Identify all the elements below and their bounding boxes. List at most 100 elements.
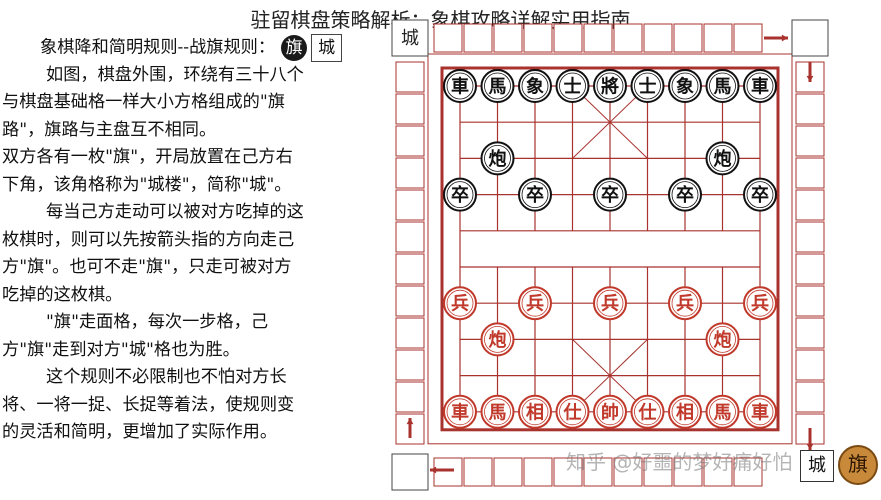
- piece-ring: [484, 325, 511, 353]
- piece-ring: [446, 398, 474, 426]
- piece-ring: [446, 72, 474, 100]
- piece-ring: [709, 144, 736, 172]
- piece-label: 將: [601, 76, 619, 98]
- piece-disc: [705, 394, 740, 429]
- rules-heading-text: 象棋降和简明规则--战旗规则：: [40, 37, 276, 58]
- piece-disc: [593, 69, 627, 103]
- piece-disc: [443, 177, 477, 212]
- flag-path-cell: [795, 157, 825, 189]
- red-piece[interactable]: 車: [443, 394, 477, 429]
- piece-label: 馬: [714, 77, 732, 98]
- black-piece[interactable]: 馬: [705, 69, 740, 103]
- black-piece[interactable]: 車: [443, 69, 477, 103]
- piece-label: 馬: [489, 77, 507, 98]
- piece-ring: [671, 181, 699, 209]
- flag-path-cell: [795, 93, 825, 125]
- piece-disc: [705, 69, 740, 103]
- black-soldier[interactable]: 卒: [668, 177, 702, 212]
- rules-line: 与棋盘基础格一样大小方格组成的"旗: [2, 92, 285, 112]
- flag-path-cell: [795, 221, 825, 253]
- flag-path-cell: [795, 317, 825, 349]
- red-soldier[interactable]: 兵: [443, 286, 477, 321]
- corner-city-box: 城: [800, 450, 834, 482]
- red-soldier[interactable]: 兵: [668, 286, 702, 321]
- flag-path-cell: [395, 253, 425, 285]
- flag-path-cell: [493, 23, 523, 53]
- flag-path-cell: [395, 93, 425, 125]
- red-cannon[interactable]: 炮: [480, 322, 515, 357]
- xiangqi-board: 城車馬象士將士象馬車炮炮卒卒卒卒卒兵兵兵兵兵炮炮車馬相仕帥仕相馬車: [391, 19, 829, 491]
- red-cannon[interactable]: 炮: [705, 322, 740, 357]
- piece-ring: [709, 72, 736, 100]
- flag-path-cell: [795, 381, 825, 413]
- red-piece[interactable]: 馬: [480, 394, 515, 429]
- flag-path-cell: [583, 23, 613, 53]
- black-piece[interactable]: 將: [593, 69, 627, 103]
- piece-label: 兵: [601, 294, 619, 315]
- black-piece[interactable]: 象: [518, 69, 552, 103]
- piece-ring: [596, 181, 624, 209]
- red-piece[interactable]: 車: [743, 394, 777, 429]
- flag-path-cell: [795, 189, 825, 221]
- black-soldier[interactable]: 卒: [518, 177, 552, 212]
- red-soldier[interactable]: 兵: [518, 286, 552, 321]
- black-piece[interactable]: 士: [555, 69, 590, 103]
- piece-disc: [630, 394, 665, 429]
- piece-disc: [743, 69, 777, 103]
- red-soldier[interactable]: 兵: [593, 286, 627, 321]
- piece-label: 相: [676, 402, 694, 423]
- black-soldier[interactable]: 卒: [443, 177, 477, 212]
- black-cannon[interactable]: 炮: [705, 141, 740, 176]
- red-soldier[interactable]: 兵: [743, 286, 777, 321]
- black-piece[interactable]: 馬: [480, 69, 515, 103]
- red-piece[interactable]: 相: [518, 394, 552, 429]
- piece-label: 仕: [563, 401, 582, 423]
- flag-path-cell: [395, 125, 425, 157]
- flag-path-cell: [795, 253, 825, 285]
- flag-path-cell: [463, 23, 493, 53]
- red-piece[interactable]: 帥: [593, 394, 627, 429]
- rules-line: 路"，旗路与主盘互不相同。: [2, 119, 217, 140]
- black-piece[interactable]: 車: [743, 69, 777, 103]
- piece-ring: [559, 398, 586, 426]
- piece-label: 卒: [676, 184, 694, 206]
- piece-ring: [559, 72, 586, 100]
- corner-square: [391, 19, 429, 57]
- flag-path-cell: [613, 457, 643, 487]
- piece-label: 炮: [489, 329, 507, 351]
- black-piece[interactable]: 象: [668, 69, 702, 103]
- piece-disc: [480, 322, 515, 357]
- top-city-label: 城: [401, 28, 419, 49]
- piece-ring: [671, 72, 699, 100]
- palace-diagonal: [572, 85, 648, 159]
- piece-disc: [668, 177, 702, 212]
- black-soldier[interactable]: 卒: [743, 177, 777, 212]
- black-soldier[interactable]: 卒: [593, 177, 627, 212]
- piece-disc: [705, 141, 740, 176]
- arrow-icon: [806, 443, 814, 450]
- flag-path-cell: [523, 23, 553, 53]
- flag-path-cell: [463, 457, 493, 487]
- red-piece[interactable]: 仕: [630, 394, 665, 429]
- rules-line: 每当己方走动可以被对方吃掉的这: [46, 202, 304, 222]
- flag-path-cell: [643, 457, 673, 487]
- piece-ring: [634, 72, 661, 100]
- red-piece[interactable]: 相: [668, 394, 702, 429]
- piece-disc: [480, 141, 515, 176]
- piece-ring: [484, 398, 511, 426]
- black-cannon[interactable]: 炮: [480, 141, 515, 176]
- red-piece[interactable]: 仕: [555, 394, 590, 429]
- black-piece[interactable]: 士: [630, 69, 665, 103]
- flag-path-cell: [395, 221, 425, 253]
- flag-path-cell: [433, 457, 463, 487]
- piece-ring: [521, 72, 549, 100]
- piece-ring: [521, 289, 549, 317]
- red-piece[interactable]: 馬: [705, 394, 740, 429]
- rules-line: 双方各有一枚"旗"，开局放置在己方右: [2, 147, 293, 167]
- piece-label: 炮: [714, 329, 732, 351]
- flag-path-cell: [643, 23, 673, 53]
- rules-line: 这个规则不必限制也不怕对方长: [46, 367, 287, 387]
- piece-label: 兵: [526, 294, 544, 315]
- piece-ring: [484, 144, 511, 172]
- flag-path-inner-edge: [427, 53, 793, 445]
